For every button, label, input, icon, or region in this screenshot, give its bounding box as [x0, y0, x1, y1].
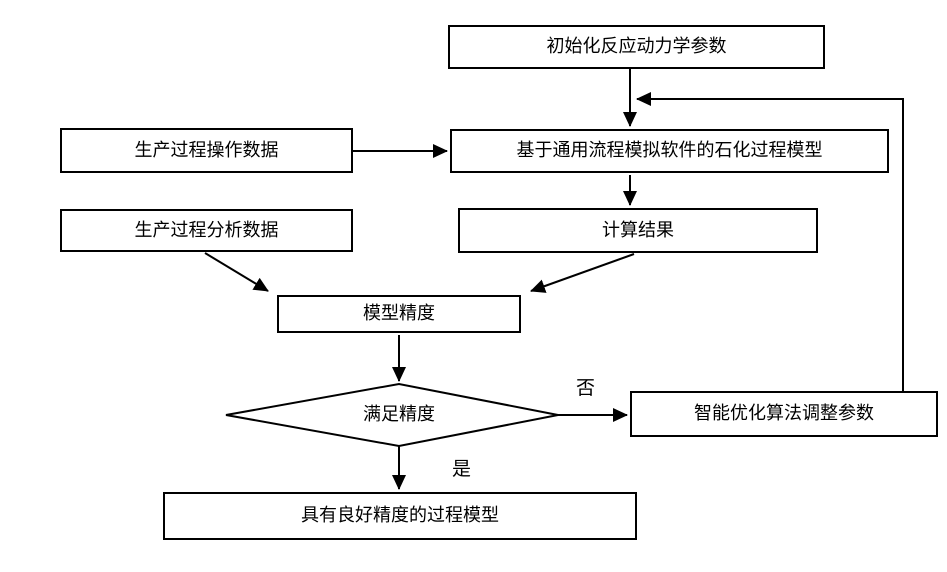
node-analysis-data: 生产过程分析数据: [60, 209, 353, 252]
node-final-model: 具有良好精度的过程模型: [163, 492, 637, 540]
node-init-params: 初始化反应动力学参数: [448, 25, 825, 69]
arrow-analysis-to-accuracy: [204, 252, 269, 292]
arrow-feedback-loop: [636, 92, 904, 391]
node-model-accuracy: 模型精度: [277, 295, 521, 333]
edge-label-yes: 是: [452, 458, 472, 480]
node-calc-result: 计算结果: [458, 208, 818, 253]
decision-diamond: [225, 382, 559, 448]
node-op-data: 生产过程操作数据: [60, 128, 353, 173]
edge-label-no: 否: [576, 377, 596, 399]
arrow-calc-to-accuracy: [530, 253, 635, 293]
decision-label: 满足精度: [363, 404, 435, 425]
node-process-model: 基于通用流程模拟软件的石化过程模型: [450, 129, 889, 173]
node-optimize-params: 智能优化算法调整参数: [630, 391, 938, 437]
